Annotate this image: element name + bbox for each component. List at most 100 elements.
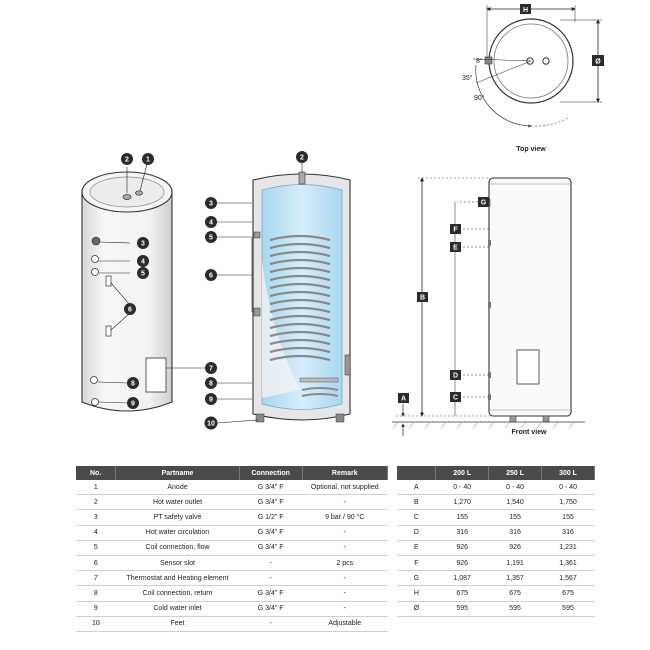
exterior-view [81,163,205,412]
dims-cell: 0 - 40 [541,480,595,496]
dims-cell: 1,270 [435,494,489,511]
parts-cell: - [302,525,388,541]
dims-cell: 316 [488,525,542,541]
angle-8-label: 8° [476,57,483,65]
callout-ext-3: 3 [141,241,145,248]
parts-cell: 3 [76,509,116,526]
dims-cell: 675 [488,585,542,602]
parts-cell: 1 [76,480,116,496]
parts-cell: Feet [115,616,240,632]
parts-cell: 4 [76,525,116,541]
parts-cell: - [239,555,303,572]
dim-h-badge [520,4,531,14]
dims-header-letter [397,466,437,480]
dims-table-header: 200 L 250 L 300 L [397,466,595,480]
callout-cut-4: 4 [209,220,213,227]
dims-cell: A [397,480,436,496]
parts-cell: 7 [76,570,116,587]
dims-cell: 675 [541,585,595,602]
front-letter-d: D [453,373,458,380]
parts-cell: G 3/4" F [239,540,303,556]
parts-cell: Hot water circulation [115,525,240,541]
parts-cell: Adjustable [302,616,388,632]
parts-cell: Coil connection, flow [115,540,240,556]
parts-cell: Cold water inlet [115,601,240,617]
parts-table-header: No. Partname Connection Remark [76,466,389,480]
front-letter-b: B [420,295,425,302]
parts-cell: Sensor slot [115,555,240,572]
dims-cell: 675 [435,585,489,602]
callout-ext-6: 6 [128,307,132,314]
parts-cell: G 3/4" F [239,480,303,496]
dims-cell: 316 [541,525,595,541]
dims-header-200l: 200 L [435,466,490,480]
dims-cell: 926 [435,540,489,556]
parts-cell: - [302,494,388,511]
dims-cell: 316 [435,525,489,541]
callout-ext-1: 1 [146,157,150,164]
parts-header-no: No. [76,466,117,480]
cutaway-callouts: 2 3 4 5 6 7 8 9 10 [204,151,308,430]
parts-header-remark: Remark [302,466,389,480]
dims-cell: 926 [488,540,542,556]
parts-cell: Thermostat and Heating element [115,570,240,587]
exterior-callouts: 2 1 3 4 5 6 7 8 9 [121,153,217,409]
dims-cell: 1,750 [541,494,595,511]
callout-ext-7: 7 [209,366,213,373]
parts-cell: 5 [76,540,116,556]
parts-cell: Optional, not supplied [302,480,388,496]
dims-cell: E [397,540,436,556]
front-letter-a: A [401,396,406,403]
parts-cell: G 1/2" F [239,509,303,526]
dim-diameter-label: Ø [595,59,601,66]
cutaway-view [216,163,351,424]
parts-header-connection: Connection [239,466,303,480]
dims-cell: 1,567 [541,570,595,587]
dims-cell: C [397,509,436,526]
dims-header-250l: 250 L [488,466,543,480]
dims-cell: Ø [397,601,436,617]
top-view-valve [484,56,493,65]
callout-ext-5: 5 [141,271,145,278]
dims-cell: B [397,494,436,511]
exterior-tank-body [81,189,173,412]
dims-cell: 595 [541,601,595,617]
dim-diameter-badge [592,55,604,66]
parts-cell: Hot water outlet [115,494,240,511]
dims-cell: 926 [435,555,489,572]
parts-cell: - [302,570,388,587]
dims-cell: H [397,585,436,602]
parts-cell: - [302,540,388,556]
top-view-caption: Top view [516,146,546,153]
callout-ext-9: 9 [131,401,135,408]
front-view: G F E B D C A Front view [392,177,585,436]
parts-cell: 9 [76,601,116,617]
angle-90-label: 90° [474,94,485,102]
callout-cut-5: 5 [209,235,213,242]
parts-cell: G 3/4" F [239,494,303,511]
front-view-caption: Front view [511,429,547,436]
cutaway-heating-element [299,377,339,383]
dims-cell: G [397,570,436,587]
parts-cell: G 3/4" F [239,525,303,541]
callout-ext-4: 4 [141,259,145,266]
dims-cell: 155 [435,509,489,526]
front-letter-g: G [481,200,487,207]
front-letter-f: F [453,227,458,234]
dims-cell: 1,231 [541,540,595,556]
parts-cell: - [239,570,303,587]
parts-cell: 9 bar / 90 °C [302,509,388,526]
dims-cell: 1,357 [488,570,542,587]
